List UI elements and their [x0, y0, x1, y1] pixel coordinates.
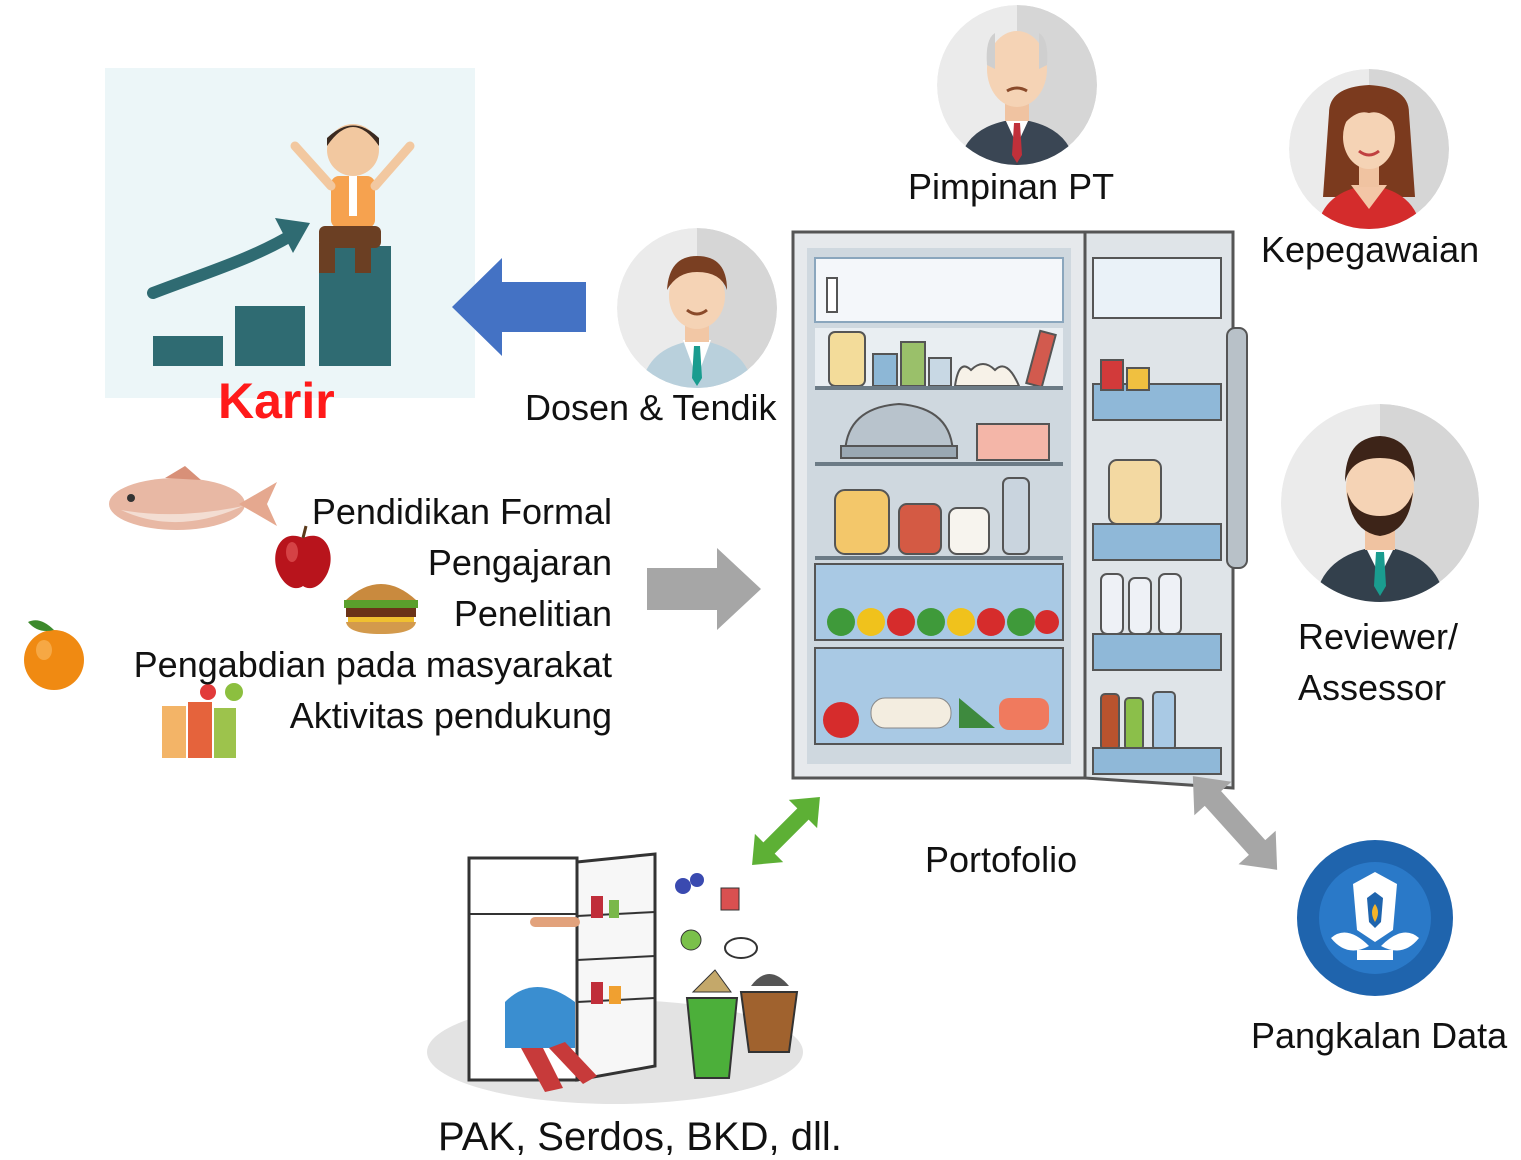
staffing-avatar: [1289, 69, 1449, 229]
reviewer-avatar: [1281, 404, 1479, 602]
double-arrow-green-icon: [738, 783, 834, 879]
career-label: Karir: [218, 373, 335, 429]
activity-item: Pengabdian pada masyarakat: [133, 644, 612, 685]
double-arrow-gray-icon: [1176, 760, 1294, 886]
burger-icon: [342, 574, 420, 636]
orange-icon: [20, 614, 88, 692]
reviewer-label-line1: Reviewer/: [1298, 616, 1459, 657]
arrow-right-icon: [647, 548, 762, 630]
database-label: Pangkalan Data: [1251, 1015, 1508, 1056]
juice-icon: [158, 678, 248, 764]
staffing-label: Kepegawaian: [1261, 229, 1480, 270]
reviewer-label-line2: Assessor: [1298, 667, 1447, 708]
career-illustration: [105, 68, 475, 398]
leader-avatar: [937, 5, 1097, 165]
activities-list: Pendidikan Formal Pengajaran Penelitian …: [134, 486, 612, 741]
activity-item: Penelitian: [453, 593, 612, 634]
activity-item: Pengajaran: [427, 542, 612, 583]
activity-item: Pendidikan Formal: [311, 491, 612, 532]
arrow-left-icon: [452, 258, 588, 356]
portfolio-fridge: [775, 228, 1255, 793]
lecturer-label: Dosen & Tendik: [525, 387, 777, 428]
lecturer-avatar: [617, 228, 777, 388]
apple-icon: [270, 524, 336, 592]
portfolio-label: Portofolio: [925, 839, 1078, 880]
activity-item: Aktivitas pendukung: [289, 695, 612, 736]
outputs-illustration: [425, 852, 810, 1107]
fish-icon: [105, 462, 280, 542]
outputs-label: PAK, Serdos, BKD, dll.: [438, 1115, 842, 1159]
leader-label: Pimpinan PT: [908, 166, 1115, 207]
tut-wuri-handayani-logo: [1295, 838, 1455, 998]
